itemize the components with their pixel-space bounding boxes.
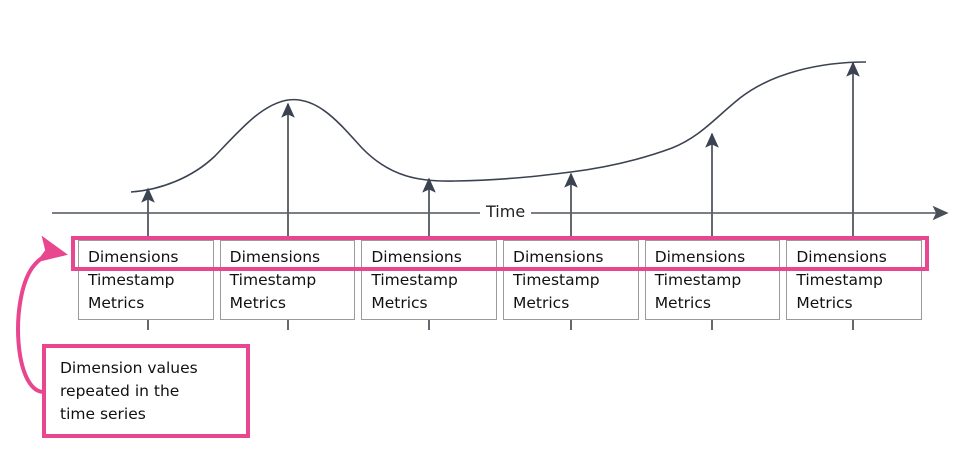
record-6-dimensions: Dimensions	[796, 248, 887, 266]
record-box-2[interactable]: Dimensions Timestamp Metrics	[219, 240, 356, 320]
record-5-timestamp: Timestamp	[654, 271, 742, 289]
time-axis-label: Time	[480, 204, 532, 220]
record-3-metrics: Metrics	[371, 294, 428, 312]
record-3-dimensions: Dimensions	[371, 248, 462, 266]
record-box-6[interactable]: Dimensions Timestamp Metrics	[786, 240, 923, 320]
record-1-metrics: Metrics	[88, 294, 145, 312]
record-2-metrics: Metrics	[229, 294, 286, 312]
record-6-metrics: Metrics	[796, 294, 853, 312]
record-box-4[interactable]: Dimensions Timestamp Metrics	[503, 240, 639, 320]
record-2-dimensions: Dimensions	[229, 248, 321, 266]
record-box-row: Dimensions Timestamp Metrics Dimensions …	[78, 240, 923, 320]
callout-line-3: time series	[60, 405, 146, 423]
record-4-timestamp: Timestamp	[513, 271, 600, 289]
record-6-timestamp: Timestamp	[796, 271, 883, 289]
record-2-timestamp: Timestamp	[229, 271, 317, 289]
time-series-curve	[130, 61, 867, 193]
record-5-metrics: Metrics	[654, 294, 711, 312]
callout-line-2: repeated in the	[60, 382, 180, 400]
record-box-3[interactable]: Dimensions Timestamp Metrics	[361, 240, 498, 320]
record-box-1[interactable]: Dimensions Timestamp Metrics	[78, 240, 214, 320]
record-1-timestamp: Timestamp	[88, 271, 175, 289]
record-5-dimensions: Dimensions	[654, 248, 746, 266]
record-4-dimensions: Dimensions	[513, 248, 604, 266]
callout-note: Dimension values repeated in the time se…	[42, 344, 250, 438]
record-1-dimensions: Dimensions	[88, 248, 179, 266]
callout-connector-arrow	[16, 235, 68, 394]
record-box-5[interactable]: Dimensions Timestamp Metrics	[644, 240, 781, 320]
record-3-timestamp: Timestamp	[371, 271, 458, 289]
callout-line-1: Dimension values	[60, 359, 198, 377]
record-4-metrics: Metrics	[513, 294, 570, 312]
